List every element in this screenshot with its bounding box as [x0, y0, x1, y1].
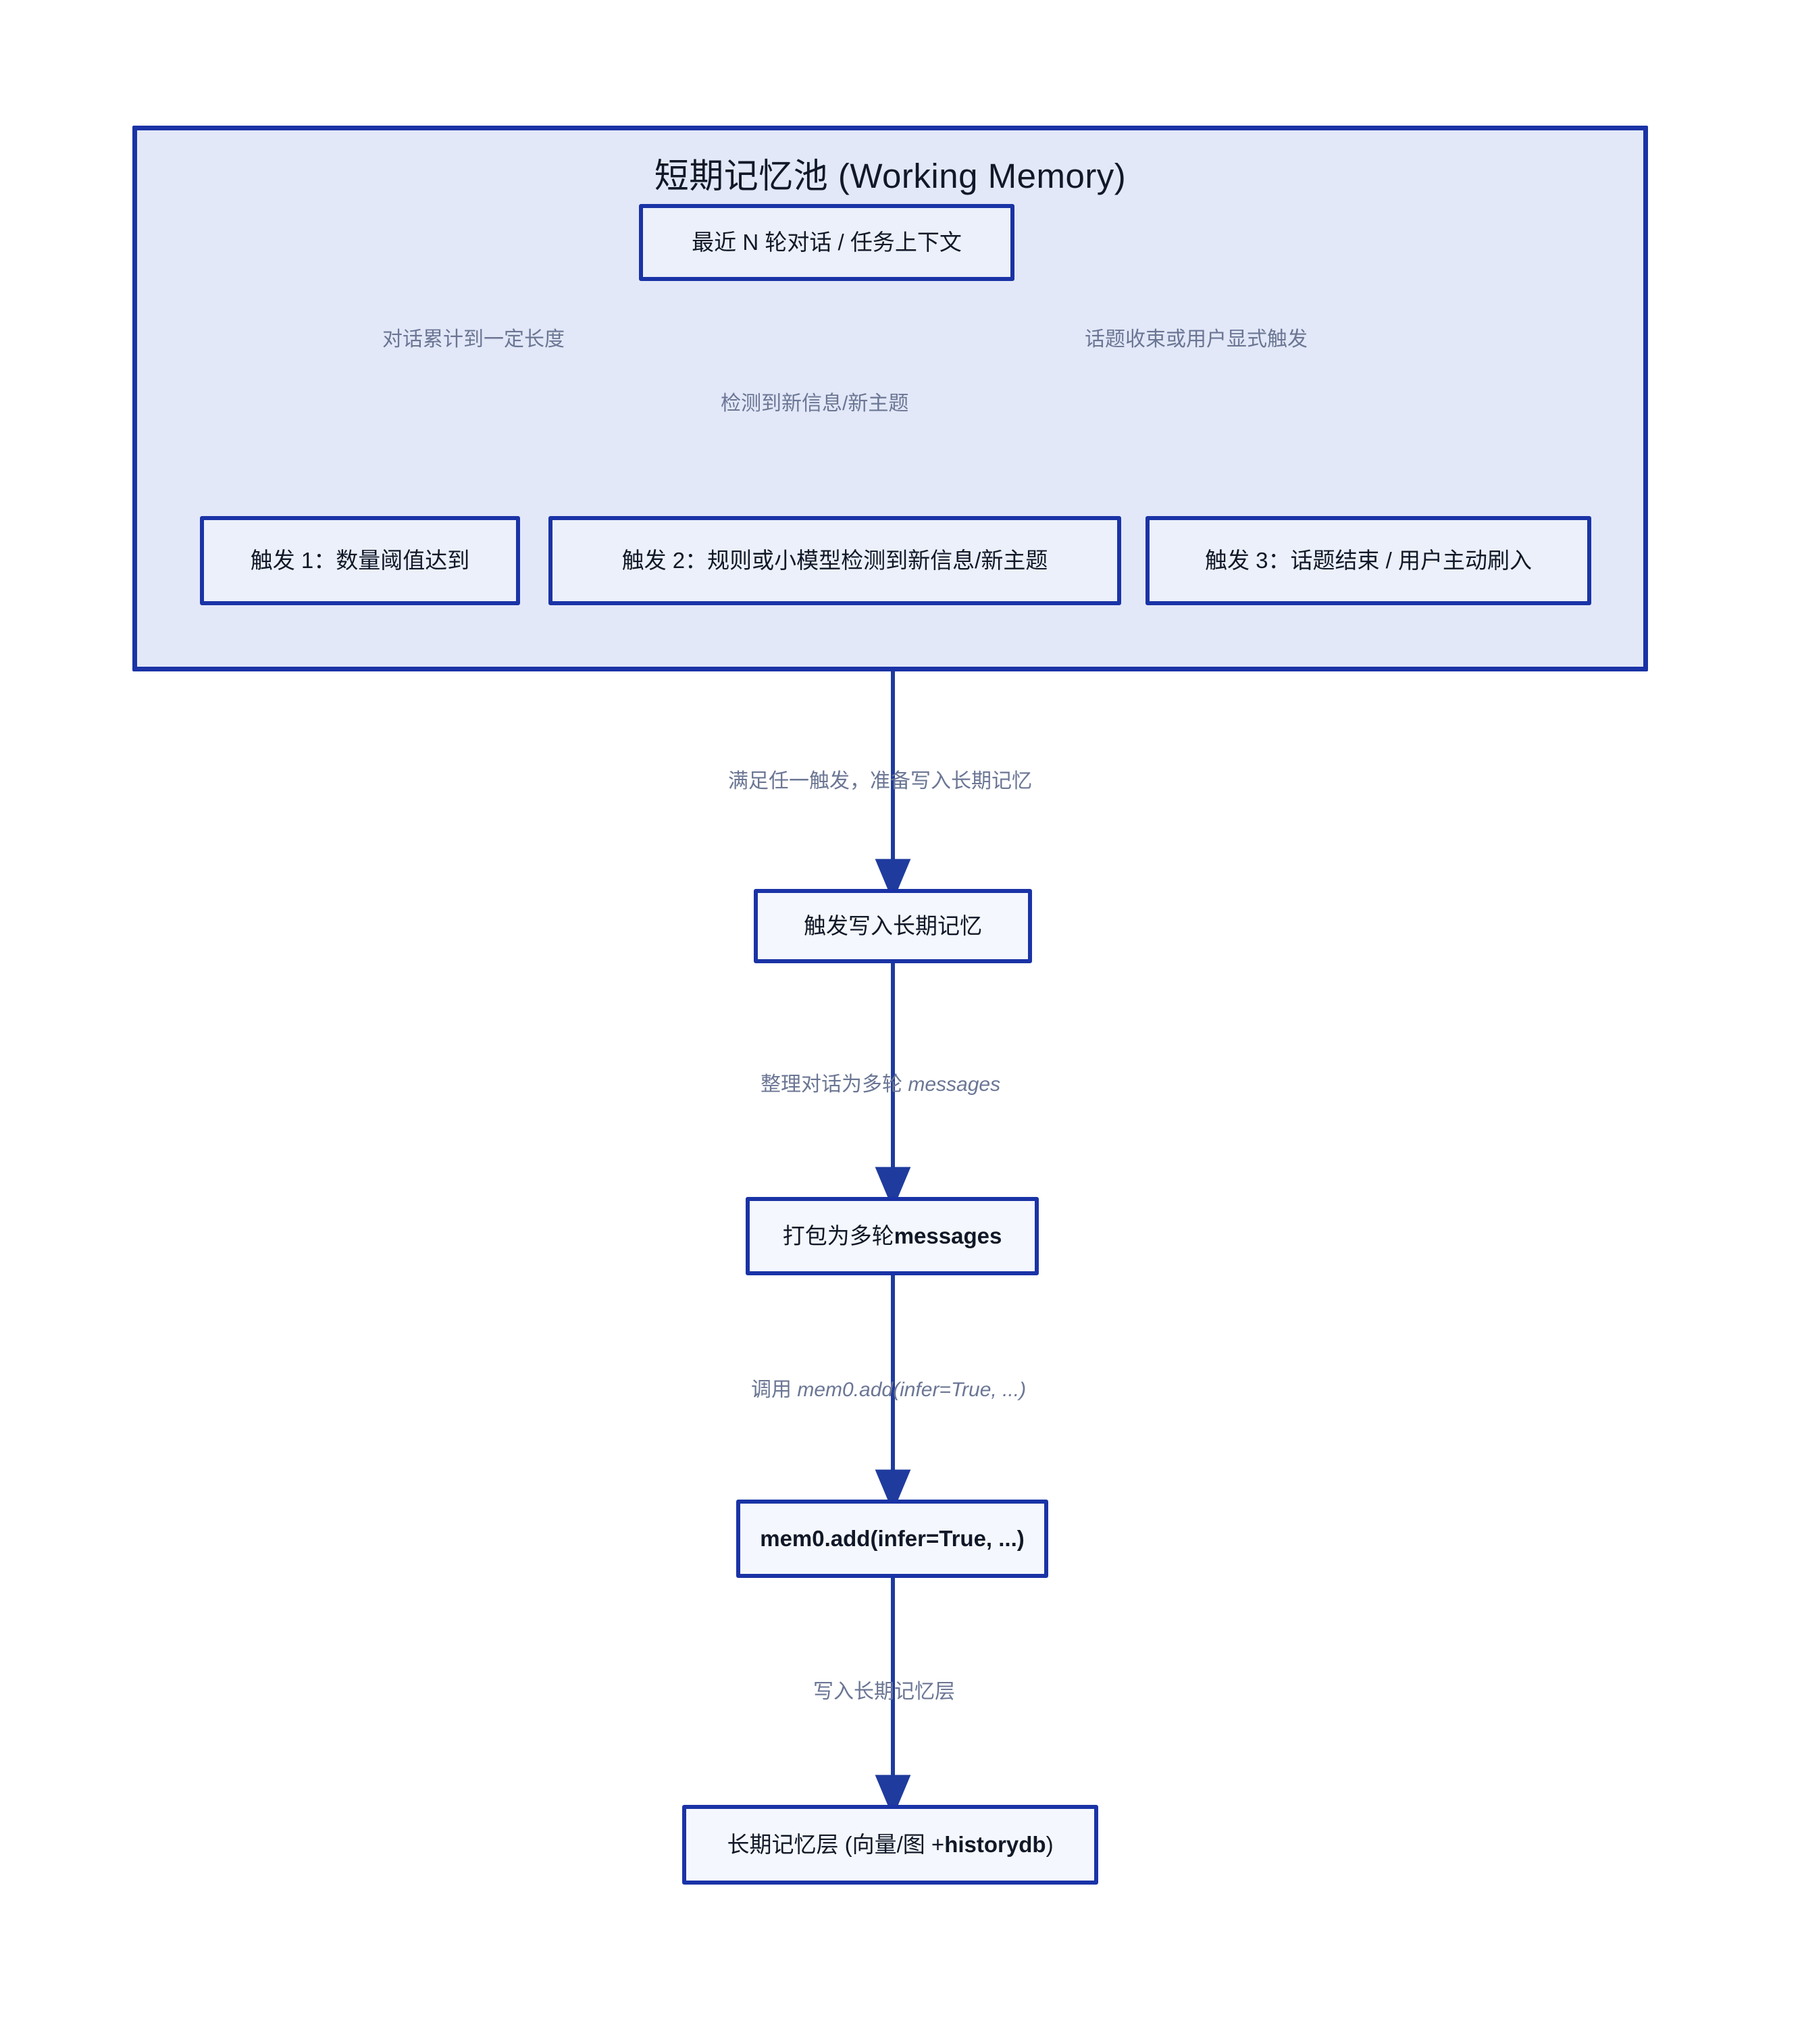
node-longterm-prefix: 长期记忆层 (向量/图 +: [727, 1831, 945, 1857]
node-trigger-2[interactable]: 触发 2：规则或小模型检测到新信息/新主题: [548, 516, 1121, 605]
node-trigger-3[interactable]: 触发 3：话题结束 / 用户主动刷入: [1145, 516, 1591, 605]
node-recent-context[interactable]: 最近 N 轮对话 / 任务上下文: [639, 204, 1014, 281]
node-trigger-write-longterm[interactable]: 触发写入长期记忆: [754, 889, 1032, 963]
edge-label-conversation-length: 对话累计到一定长度: [382, 328, 565, 351]
edge-label-new-info-detected: 检测到新信息/新主题: [721, 392, 909, 415]
node-mem0-add-call[interactable]: mem0.add(infer=True, ...): [736, 1500, 1048, 1578]
edge-label-call-em: mem0.add(infer=True, ...): [797, 1379, 1027, 1401]
node-pack-strong: messages: [894, 1223, 1002, 1248]
edge-label-organize-em: messages: [908, 1073, 1001, 1096]
subgraph-title: 短期记忆池 (Working Memory): [654, 157, 1127, 195]
node-mem0-add-label: mem0.add(infer=True, ...): [760, 1525, 1025, 1551]
edge-label-any-trigger-satisfied: 满足任一触发，准备写入长期记忆: [728, 770, 1032, 792]
edge-label-write-longterm-layer: 写入长期记忆层: [813, 1681, 955, 1703]
edge-label-organize-messages: 整理对话为多轮 messages: [761, 1073, 1000, 1097]
node-pack-messages[interactable]: 打包为多轮 messages: [746, 1197, 1039, 1275]
edge-label-organize-prefix: 整理对话为多轮: [761, 1073, 908, 1096]
node-longterm-strong: historydb: [944, 1831, 1046, 1857]
edge-label-call-prefix: 调用: [751, 1379, 798, 1401]
node-longterm-memory-layer[interactable]: 长期记忆层 (向量/图 + historydb): [682, 1805, 1098, 1885]
edge-label-topic-closure: 话题收束或用户显式触发: [1085, 328, 1308, 351]
edge-label-call-mem0-add: 调用 mem0.add(infer=True, ...): [751, 1378, 1026, 1402]
node-trigger-1[interactable]: 触发 1：数量阈值达到: [200, 516, 520, 605]
node-longterm-suffix: ): [1046, 1831, 1054, 1857]
node-pack-prefix: 打包为多轮: [782, 1223, 894, 1248]
